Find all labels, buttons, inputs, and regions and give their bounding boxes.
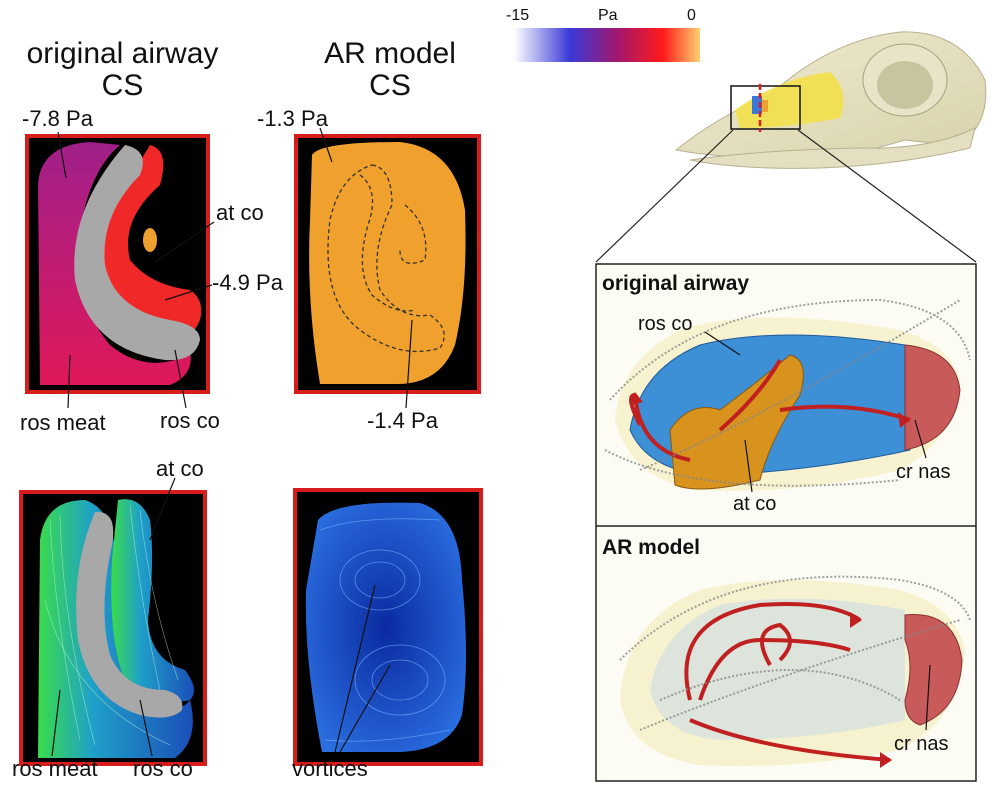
ar-title-line2: CS bbox=[369, 69, 411, 103]
label-3d-at-co: at co bbox=[733, 493, 777, 515]
label-ros-meat-bottom: ros meat bbox=[12, 756, 98, 781]
skull-illustration bbox=[674, 31, 987, 169]
leader-lines bbox=[51, 127, 413, 757]
ar-pressure-panel bbox=[294, 134, 481, 394]
orig-3d-model bbox=[604, 298, 971, 491]
label-at-co-top: at co bbox=[216, 200, 264, 225]
colorbar bbox=[514, 28, 700, 62]
label-3d-ros-co: ros co bbox=[638, 313, 693, 335]
label-vortices: vortices bbox=[292, 756, 368, 781]
orig-cs-title: original airway CS bbox=[15, 37, 230, 103]
label-3d-cr-nas: cr nas bbox=[896, 461, 951, 483]
pressure-orig-top: -7.8 Pa bbox=[22, 106, 93, 131]
pressure-ar-top: -1.3 Pa bbox=[257, 106, 328, 131]
ros-co-gray-bottom bbox=[76, 511, 183, 718]
pressure-orig-mid: -4.9 Pa bbox=[212, 270, 283, 295]
label-ros-co-top: ros co bbox=[160, 408, 220, 433]
ar-streamline-panel bbox=[293, 488, 483, 766]
label-ar-cr-nas: cr nas bbox=[894, 733, 949, 755]
colorbar-unit: Pa bbox=[598, 7, 618, 24]
colorbar-max: 0 bbox=[687, 7, 696, 24]
colorbar-min: -15 bbox=[506, 7, 530, 24]
ar-title-line1: AR model bbox=[324, 37, 456, 70]
orig-title-line1: original airway bbox=[26, 37, 219, 70]
ar-cs-title: AR model CS bbox=[300, 37, 480, 103]
right-leader-lines bbox=[704, 331, 931, 731]
orig-pressure-panel bbox=[25, 134, 210, 394]
ar-3d-title: AR model bbox=[602, 536, 701, 559]
ros-co-gray bbox=[74, 145, 200, 361]
label-at-co-bottom: at co bbox=[156, 456, 204, 481]
orig-streamline-panel bbox=[19, 490, 207, 766]
label-ros-meat-top: ros meat bbox=[20, 410, 106, 435]
pressure-ar-bottom: -1.4 Pa bbox=[367, 408, 438, 433]
orig-title-line2: CS bbox=[101, 69, 144, 103]
label-ros-co-bottom: ros co bbox=[133, 756, 193, 781]
ros-meat-region bbox=[38, 142, 191, 385]
orig-3d-title: original airway bbox=[602, 272, 750, 295]
ar-3d-model bbox=[619, 575, 971, 768]
